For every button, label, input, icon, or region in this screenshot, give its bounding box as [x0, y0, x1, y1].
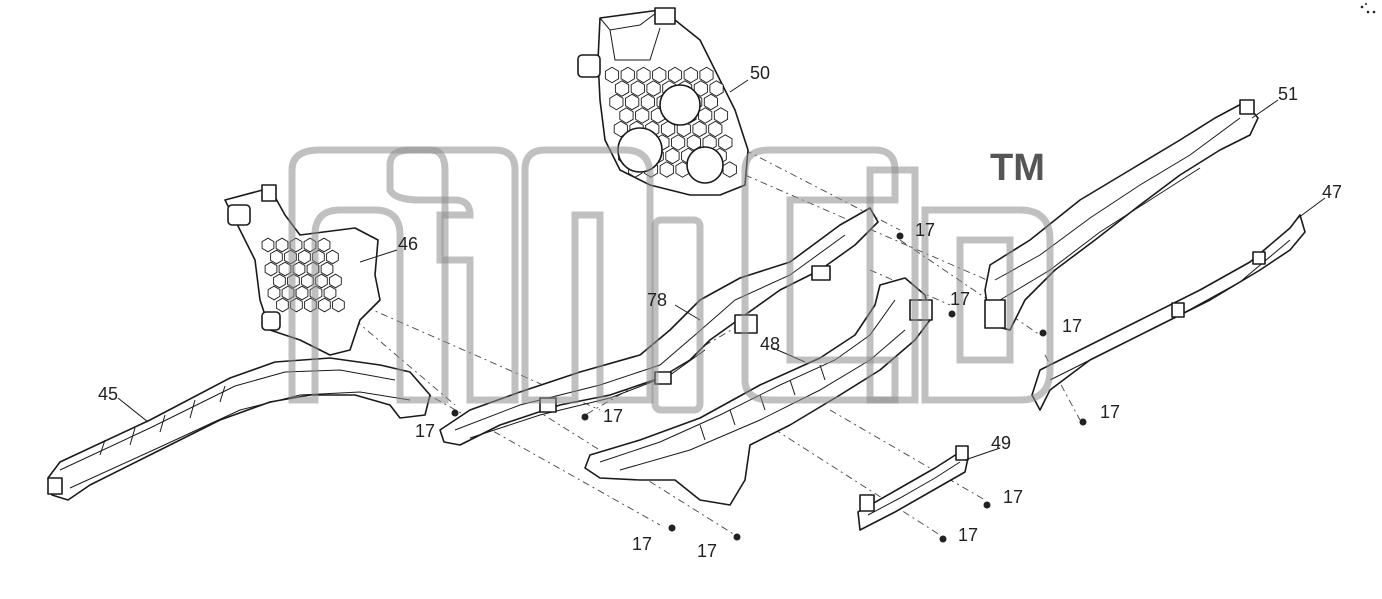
- honeycomb-cell: [270, 249, 283, 265]
- honeycomb-cell: [630, 80, 645, 97]
- honeycomb-cell: [646, 80, 661, 97]
- honeycomb-cell: [640, 93, 655, 111]
- callout-17: 17: [415, 421, 435, 441]
- callout-45: 45: [98, 384, 118, 404]
- honeycomb-cell: [273, 273, 286, 289]
- callout-51: 51: [1278, 84, 1298, 104]
- callout-17: 17: [915, 220, 935, 240]
- honeycomb-cell: [625, 93, 640, 111]
- honeycomb-cell: [298, 249, 311, 265]
- honeycomb-cell: [295, 285, 309, 301]
- honeycomb-cell: [318, 297, 331, 313]
- honeycomb-cell: [718, 134, 733, 151]
- honeycomb-cell: [636, 66, 651, 84]
- honeycomb-cell: [659, 161, 674, 178]
- part-45-rail: [47, 357, 431, 501]
- honeycomb-cell: [698, 107, 713, 124]
- honeycomb-cell: [703, 93, 718, 111]
- honeycomb-cell: [722, 161, 737, 178]
- honeycomb-cell: [326, 249, 339, 265]
- honeycomb-cell: [665, 147, 680, 165]
- honeycomb-cell: [652, 66, 667, 84]
- part-47-rail: [1031, 214, 1306, 411]
- honeycomb-cell: [671, 134, 686, 151]
- trademark-label: TM: [990, 147, 1045, 189]
- part-50-bracket: [577, 7, 749, 196]
- honeycomb-cell: [692, 120, 707, 138]
- honeycomb-cell: [320, 261, 334, 277]
- watermark: TM: [288, 146, 1054, 414]
- honeycomb-cell: [317, 237, 331, 253]
- callout-17: 17: [1100, 402, 1120, 422]
- honeycomb-cell: [267, 285, 281, 301]
- callout-17: 17: [603, 406, 623, 426]
- honeycomb-cell: [709, 80, 724, 97]
- honeycomb-cell: [332, 297, 345, 313]
- honeycomb-cell: [609, 93, 624, 111]
- honeycomb-cell: [323, 285, 337, 301]
- callout-17: 17: [950, 289, 970, 309]
- honeycomb-cell: [604, 66, 620, 84]
- callout-46: 46: [398, 234, 418, 254]
- honeycomb-cell: [620, 66, 635, 84]
- honeycomb-cell: [693, 80, 708, 97]
- honeycomb-cell: [261, 237, 275, 253]
- part-51-rail: [984, 99, 1259, 331]
- part-46-bracket: [224, 184, 381, 356]
- honeycomb-cell: [614, 80, 630, 97]
- callout-47: 47: [1322, 182, 1342, 202]
- callout-17: 17: [958, 525, 978, 545]
- honeycomb-cell: [660, 120, 676, 138]
- corner-mark-icon: [1360, 3, 1376, 14]
- callout-48: 48: [760, 334, 780, 354]
- honeycomb-cell: [619, 107, 634, 124]
- honeycomb-cell: [613, 120, 628, 138]
- callout-labels: 50 51 47 46 45 78 48 49 17 17 17 17 17 1…: [98, 63, 1342, 561]
- callout-50: 50: [750, 63, 770, 83]
- callout-17: 17: [632, 534, 652, 554]
- honeycomb-cell: [275, 237, 289, 253]
- bolts: [451, 232, 1087, 543]
- honeycomb-cell: [276, 297, 289, 313]
- honeycomb-cell: [683, 66, 698, 84]
- callout-49: 49: [991, 433, 1011, 453]
- callout-17: 17: [1062, 316, 1082, 336]
- callout-17: 17: [697, 541, 717, 561]
- part-49-bracket: [857, 445, 969, 531]
- honeycomb-cell: [708, 120, 723, 138]
- callout-78: 78: [647, 290, 667, 310]
- part-48-rail: [584, 277, 933, 506]
- honeycomb-cell: [329, 273, 342, 289]
- callout-17: 17: [1003, 487, 1023, 507]
- honeycomb-cell: [635, 107, 650, 124]
- honeycomb-cell: [699, 66, 714, 84]
- honeycomb-cell: [667, 66, 683, 84]
- honeycomb-cell: [713, 107, 729, 124]
- honeycomb-cell: [264, 261, 278, 277]
